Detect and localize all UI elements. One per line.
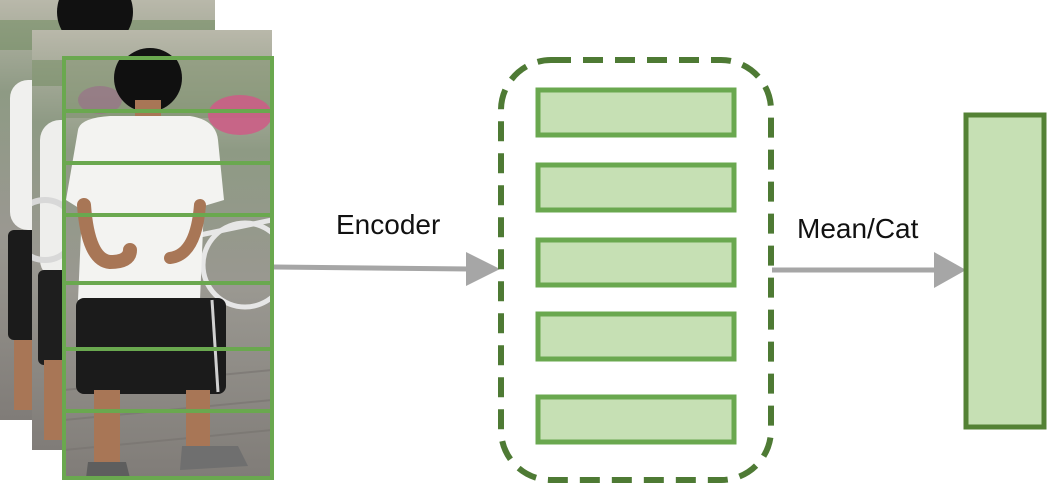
front-frame-photo: [64, 58, 272, 478]
part-feature: [535, 237, 737, 288]
video-frames-stack-icon: [0, 0, 274, 480]
encoder-label: Encoder: [336, 209, 440, 240]
front-frame-stripes: [62, 56, 274, 480]
feature-set-container: [498, 57, 774, 483]
encoder-arrow-icon: [273, 252, 500, 286]
part-feature: [535, 87, 737, 138]
output-feature: [963, 112, 1047, 430]
front-frame-border: [62, 56, 274, 480]
aggregation-label: Mean/Cat: [797, 213, 919, 244]
part-feature: [535, 394, 737, 445]
part-feature: [535, 311, 737, 362]
part-feature: [535, 162, 737, 213]
aggregation-arrow-icon: [772, 252, 966, 288]
